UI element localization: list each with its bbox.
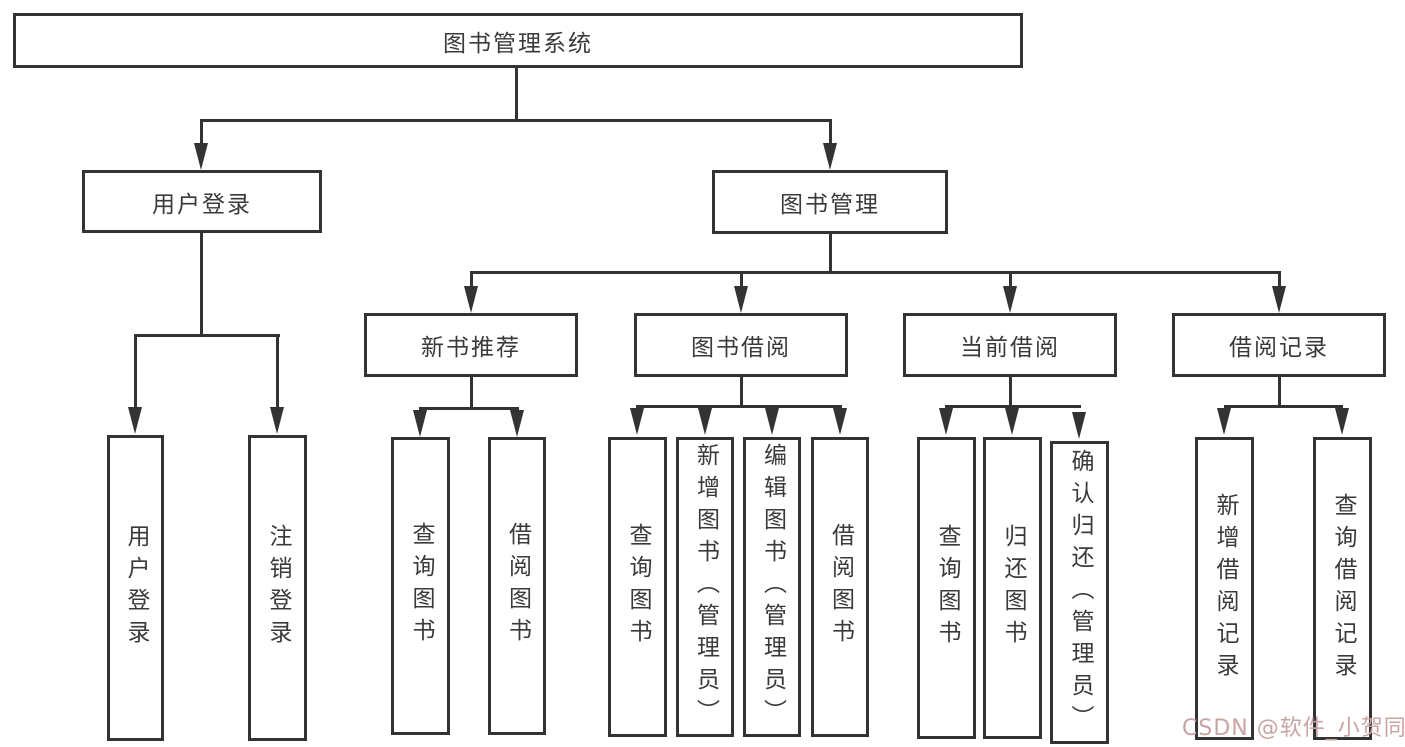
- node-label: 确认归还（管理员）: [1067, 448, 1093, 737]
- node-book-management: 图书管理: [712, 170, 948, 234]
- arrowhead-to-current-borrowing: [1003, 286, 1017, 313]
- connector-currentborrow-bar: [945, 405, 1081, 408]
- connector-newbook-stem: [470, 377, 473, 408]
- connector-userlogin-bar: [134, 334, 280, 337]
- leaf-add-books-admin: 新增图书（管理员）: [676, 437, 734, 737]
- arrowhead-to-borrowing-records: [1272, 286, 1286, 313]
- node-label: 当前借阅: [960, 335, 1060, 361]
- node-borrowing-records: 借阅记录: [1172, 313, 1386, 377]
- connector-root-right-drop: [829, 119, 832, 145]
- node-label: 用户登录: [152, 191, 252, 218]
- node-label: 查询借阅记录: [1330, 492, 1356, 685]
- arrowhead-to-leaf-query-record: [1335, 408, 1349, 435]
- node-label: 新书推荐: [421, 335, 521, 361]
- node-label: 用户登录: [123, 524, 149, 652]
- connector-drop-bookborrow: [740, 271, 743, 287]
- arrowhead-to-user-login: [194, 143, 208, 170]
- node-label: 图书借阅: [691, 335, 791, 361]
- connector-bookmgmt-stem: [829, 234, 832, 272]
- arrowhead-to-leaf-add-record: [1217, 408, 1231, 435]
- arrowhead-to-leaf-confirm-return: [1072, 412, 1086, 439]
- node-label: 注销登录: [265, 524, 291, 652]
- leaf-query-books-3: 查询图书: [917, 437, 976, 739]
- arrowhead-to-leaf-logout: [270, 407, 284, 434]
- leaf-borrow-books-1: 借阅图书: [488, 437, 546, 735]
- arrowhead-to-leaf-query-books-3: [939, 408, 953, 435]
- node-label: 借阅记录: [1229, 335, 1329, 361]
- node-label: 编辑图书（管理员）: [759, 443, 786, 731]
- arrowhead-to-book-management: [823, 143, 837, 170]
- connector-drop-currentborrow: [1009, 271, 1012, 287]
- connector-root-bar: [200, 119, 832, 122]
- connector-currentborrow-stem: [1009, 377, 1012, 406]
- arrowhead-to-book-borrowing: [734, 286, 748, 313]
- connector-bookborrow-stem: [740, 377, 743, 406]
- csdn-watermark: CSDN @软件_小贺同学: [1182, 716, 1405, 741]
- node-label: 借阅图书: [504, 522, 531, 650]
- connector-records-bar: [1224, 405, 1343, 408]
- node-user-login: 用户登录: [82, 170, 322, 233]
- arrowhead-to-leaf-edit-books: [765, 408, 779, 435]
- leaf-confirm-return-admin: 确认归还（管理员）: [1050, 441, 1109, 744]
- arrowhead-to-leaf-query-books-1: [413, 410, 427, 437]
- arrowhead-to-leaf-query-books-2: [630, 408, 644, 435]
- connector-bookmgmt-bar: [470, 271, 1281, 274]
- leaf-return-books: 归还图书: [983, 437, 1042, 739]
- node-library-system-root: 图书管理系统: [13, 13, 1023, 68]
- leaf-query-borrow-record: 查询借阅记录: [1313, 437, 1372, 740]
- arrowhead-to-leaf-return-books: [1005, 408, 1019, 435]
- node-label: 查询图书: [934, 524, 960, 652]
- connector-newbook-bar: [419, 407, 519, 410]
- arrowhead-to-new-book-recommendation: [464, 286, 478, 313]
- connector-bookborrow-bar: [636, 405, 842, 408]
- connector-root-stem: [515, 68, 518, 120]
- node-label: 借阅图书: [827, 523, 854, 651]
- connector-userlogin-right-drop: [276, 334, 279, 408]
- leaf-add-borrow-record: 新增借阅记录: [1195, 437, 1254, 740]
- leaf-logout: 注销登录: [248, 435, 307, 741]
- leaf-query-books-1: 查询图书: [391, 437, 450, 735]
- connector-root-left-drop: [200, 119, 203, 145]
- connector-drop-newbook: [470, 271, 473, 287]
- connector-userlogin-stem: [200, 233, 203, 335]
- arrowhead-to-leaf-add-books: [698, 408, 712, 435]
- connector-drop-records: [1278, 271, 1281, 287]
- node-label: 图书管理系统: [443, 30, 593, 57]
- leaf-query-books-2: 查询图书: [608, 437, 667, 737]
- node-new-book-recommendation: 新书推荐: [364, 313, 578, 377]
- leaf-user-login: 用户登录: [107, 435, 164, 741]
- arrowhead-to-leaf-borrow-books-2: [833, 408, 847, 435]
- node-label: 查询图书: [625, 523, 651, 651]
- node-label: 新增借阅记录: [1212, 492, 1238, 685]
- arrowhead-to-leaf-user-login: [128, 407, 142, 434]
- leaf-borrow-books-2: 借阅图书: [811, 437, 869, 737]
- node-label: 归还图书: [1000, 524, 1026, 652]
- connector-records-stem: [1278, 377, 1281, 406]
- node-label: 查询图书: [408, 522, 434, 650]
- leaf-edit-books-admin: 编辑图书（管理员）: [743, 437, 801, 737]
- node-current-borrowing: 当前借阅: [903, 313, 1117, 377]
- node-label: 新增图书（管理员）: [692, 443, 719, 731]
- connector-userlogin-left-drop: [134, 334, 137, 408]
- arrowhead-to-leaf-borrow-books-1: [510, 410, 524, 437]
- node-book-borrowing: 图书借阅: [634, 313, 848, 377]
- node-label: 图书管理: [780, 192, 880, 218]
